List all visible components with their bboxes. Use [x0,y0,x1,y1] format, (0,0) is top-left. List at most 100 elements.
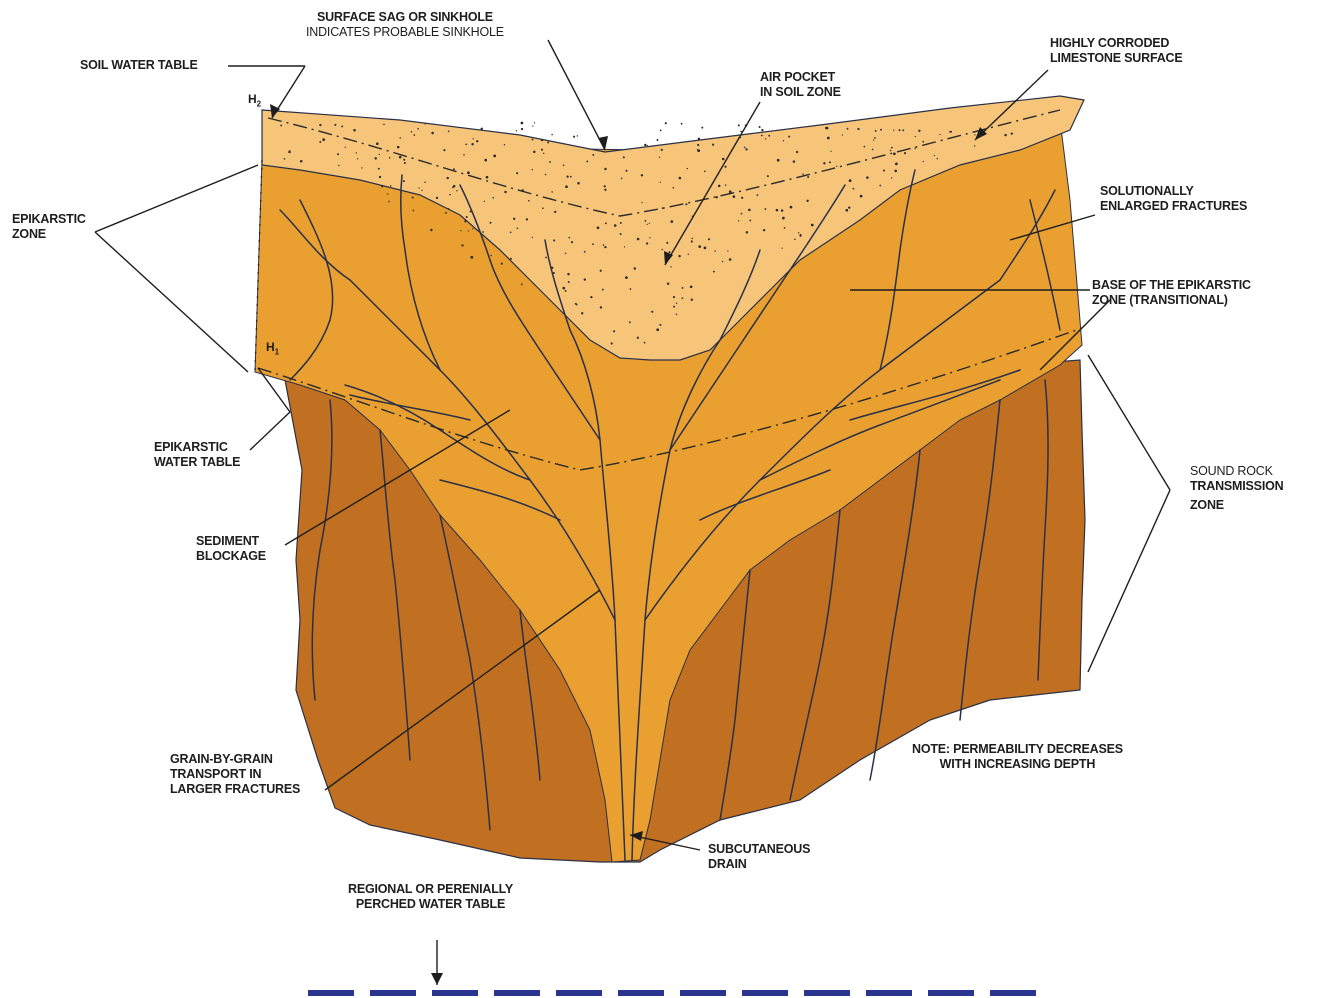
soil-speck [798,232,799,233]
soil-speck [584,278,586,280]
soil-speck [630,288,632,290]
soil-water-table-label: SOIL WATER TABLE [80,58,198,73]
soil-speck [641,202,642,203]
soil-speck [621,178,623,180]
soil-speck [551,134,552,135]
epikarstic-water-table-line1: EPIKARSTIC [154,440,240,455]
soil-speck [445,212,447,214]
soil-speck [776,209,779,212]
soil-speck [939,134,940,135]
soil-speck [659,324,661,326]
soil-speck [516,130,517,131]
soil-speck [521,284,523,286]
grain-by-grain-label: GRAIN-BY-GRAIN TRANSPORT IN LARGER FRACT… [170,752,300,797]
soil-speck [570,176,572,178]
grain-by-grain-line3: LARGER FRACTURES [170,782,300,797]
soil-speck [873,139,874,140]
soil-speck [645,220,647,222]
soil-speck [547,141,549,143]
subcutaneous-drain-label: SUBCUTANEOUS DRAIN [708,842,810,872]
soil-speck [399,137,401,139]
soil-speck [748,209,751,212]
soil-speck [565,253,567,255]
soil-speck [712,144,714,146]
soil-speck [456,190,457,191]
soil-speck [757,194,759,196]
soil-speck [424,181,425,182]
soil-speck [602,289,604,291]
soil-speck [761,129,763,131]
soil-speck [543,153,544,154]
soil-speck [493,155,496,158]
soil-speck [541,149,543,151]
soil-speck [827,137,830,140]
soil-speck [687,168,688,169]
soil-speck [741,213,743,215]
soil-speck [575,303,577,305]
soil-speck [577,182,580,185]
soil-speck [600,270,602,272]
soil-speck [413,210,415,212]
soil-speck [521,122,524,125]
soil-speck [670,266,671,267]
soil-speck [629,321,631,323]
soil-speck [357,158,358,159]
soil-speck [625,170,627,172]
soil-speck [389,157,391,159]
soil-speck [554,211,556,213]
air-pocket-line2: IN SOIL ZONE [760,85,841,100]
transmission-zone-label: SOUND ROCK TRANSMISSION ZONE [1190,464,1283,513]
soil-speck [847,128,849,130]
h1-letter: H [266,340,275,354]
soil-speck [665,122,667,124]
soil-speck [722,261,723,262]
soil-speck [802,173,804,175]
soil-speck [604,189,606,191]
soil-speck [417,128,419,130]
soil-speck [667,282,669,284]
soil-speck [923,161,924,162]
soil-speck [565,185,568,188]
soil-speck [571,241,573,243]
soil-speck [553,239,555,241]
soil-speck [341,125,343,127]
regional-water-table-label: REGIONAL OR PERENIALLY PERCHED WATER TAB… [348,882,513,912]
soil-speck [682,287,684,289]
soil-speck [934,155,935,156]
soil-speck [651,311,653,313]
soil-speck [592,154,594,156]
transmission-zone-line2: ZONE [1190,498,1283,513]
soil-speck [453,168,455,170]
soil-speck [449,194,451,196]
epikarstic-zone-label: EPIKARSTIC ZONE [12,212,86,242]
soil-speck [381,185,383,187]
soil-speck [763,229,765,231]
soil-speck [872,149,874,151]
soil-speck [784,227,786,229]
epikarstic-zone-line1: EPIKARSTIC [12,212,86,227]
surface-sag-label: SURFACE SAG OR SINKHOLE INDICATES PROBAB… [306,10,504,40]
soil-speck [662,249,663,250]
h2-subscript: 2 [257,99,261,108]
soil-speck [673,296,675,298]
soil-speck [379,176,381,178]
soil-speck [637,238,640,241]
soil-speck [603,244,605,246]
soil-water-table-text: SOIL WATER TABLE [80,58,198,73]
soil-speck [883,169,885,171]
soil-speck [611,342,613,344]
soil-speck [691,299,693,301]
soil-speck [545,257,547,259]
soil-speck [807,176,809,178]
note-line2: WITH INCREASING DEPTH [912,757,1123,772]
soil-speck [319,141,321,143]
soil-speck [875,130,877,132]
soil-speck [361,167,362,168]
soil-speck [718,185,721,188]
epikarstic-zone-line2: ZONE [12,227,86,242]
grain-by-grain-line1: GRAIN-BY-GRAIN [170,752,300,767]
soil-speck [794,238,796,240]
soil-speck [563,165,565,167]
soil-speck [541,139,543,141]
soil-speck [466,216,468,218]
